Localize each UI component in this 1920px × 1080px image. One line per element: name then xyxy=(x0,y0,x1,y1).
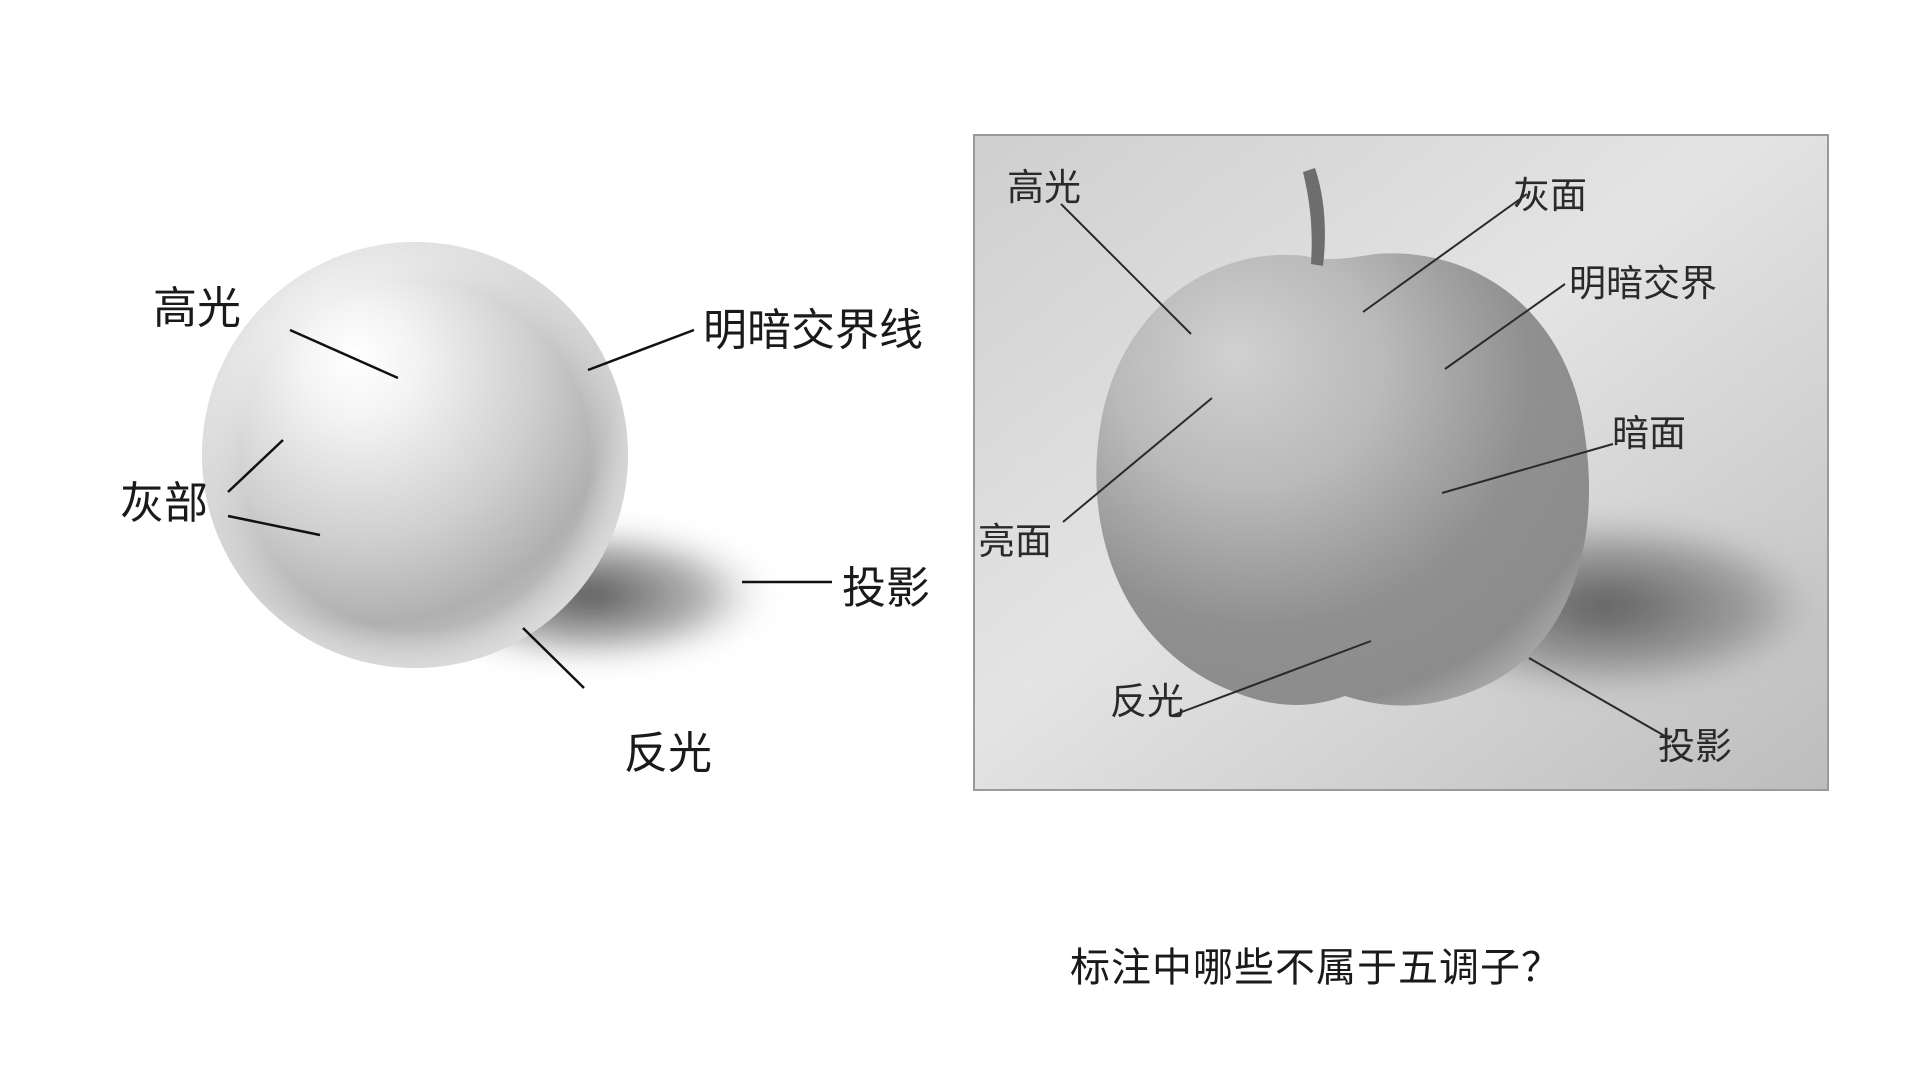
apple-label-highlight: 高光 xyxy=(1007,166,1081,209)
leader-reflected xyxy=(522,627,585,689)
sphere-diagram: 高光 明暗交界线 灰部 投影 反光 xyxy=(0,0,960,800)
leader-terminator xyxy=(587,328,695,372)
label-highlight: 高光 xyxy=(153,283,241,334)
apple-label-reflected: 反光 xyxy=(1110,680,1184,723)
apple-svg: 高光 灰面 明暗交界 暗面 亮面 反光 投影 xyxy=(975,136,1827,789)
label-shadow: 投影 xyxy=(842,563,930,614)
apple-diagram: 高光 灰面 明暗交界 暗面 亮面 反光 投影 xyxy=(973,134,1829,791)
apple-label-shadow: 投影 xyxy=(1658,725,1732,768)
sphere-svg: 高光 明暗交界线 灰部 投影 反光 xyxy=(120,242,930,779)
apple-label-light: 亮面 xyxy=(978,520,1052,563)
apple-leader-reflected xyxy=(1170,640,1372,717)
apple-label-terminator: 明暗交界 xyxy=(1569,262,1717,305)
label-terminator: 明暗交界线 xyxy=(703,305,923,356)
label-reflected: 反光 xyxy=(624,728,712,779)
apple-leader-terminator xyxy=(1444,283,1566,370)
apple-leader-light xyxy=(1062,397,1213,523)
question-text: 标注中哪些不属于五调子？ xyxy=(1070,945,1562,991)
apple-label-dark: 暗面 xyxy=(1612,412,1686,455)
label-gray: 灰部 xyxy=(120,478,208,529)
apple-leader-shadow xyxy=(1528,657,1671,740)
leader-gray-2 xyxy=(227,514,321,537)
sphere-rim xyxy=(202,242,628,668)
leader-highlight xyxy=(289,328,399,380)
apple-leader-highlight xyxy=(1060,203,1192,335)
leader-gray-1 xyxy=(227,439,284,493)
apple-leader-gray xyxy=(1362,193,1528,313)
apple-leader-dark xyxy=(1441,443,1614,494)
apple-label-gray: 灰面 xyxy=(1513,174,1587,217)
